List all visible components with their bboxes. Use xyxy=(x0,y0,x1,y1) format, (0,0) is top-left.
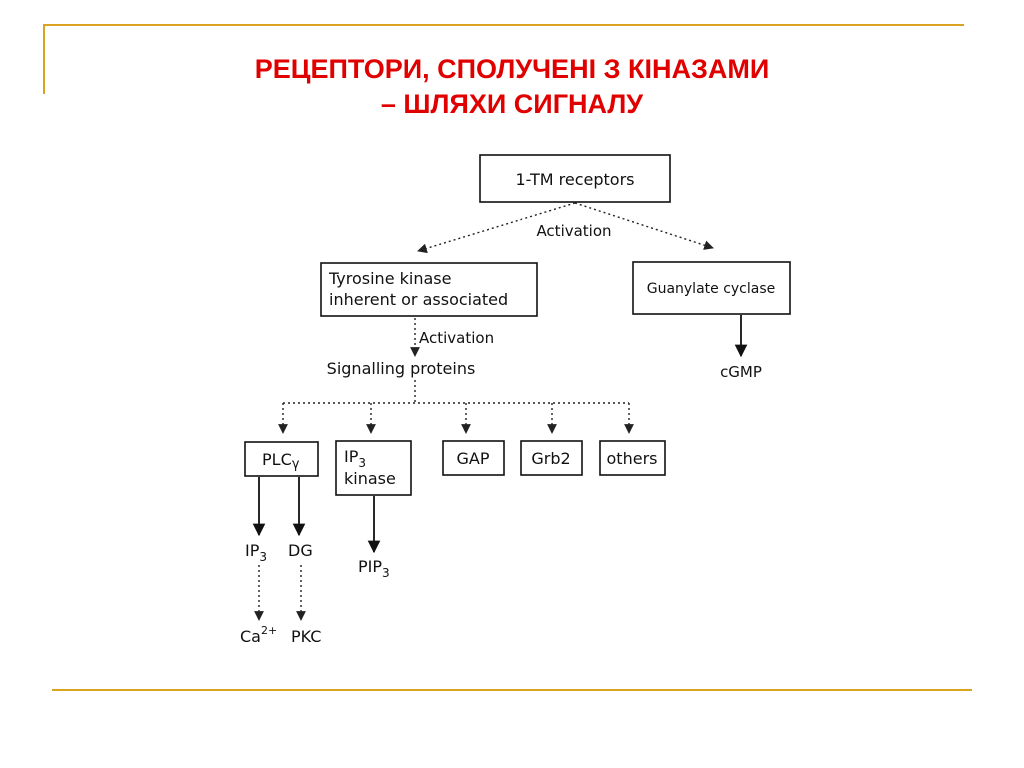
activation-label-bg xyxy=(522,219,622,241)
ip3-kinase-box xyxy=(335,440,412,496)
calcium-label: Ca2+ xyxy=(240,624,277,646)
gap-label: GAP xyxy=(457,449,490,468)
activation-label-2: Activation xyxy=(419,329,494,347)
signalling-proteins-label: Signalling proteins xyxy=(327,359,476,378)
slide-title: РЕЦЕПТОРИ, СПОЛУЧЕНІ З КІНАЗАМИ – ШЛЯХИ … xyxy=(0,52,1024,122)
activation-label-1: Activation xyxy=(536,222,611,240)
title-line-2: – ШЛЯХИ СИГНАЛУ xyxy=(380,89,644,119)
others-label: others xyxy=(607,449,658,468)
tyrosine-kinase-box xyxy=(320,262,538,317)
ip3-kinase-label-2: kinase xyxy=(344,469,396,488)
arrow-to-guanylate xyxy=(574,202,714,250)
others-box xyxy=(599,440,666,476)
plc-gamma-label: PLCγ xyxy=(262,450,300,472)
ip3-label: IP3 xyxy=(245,541,267,564)
tyrosine-label-1: Tyrosine kinase xyxy=(328,269,451,288)
plc-gamma-box xyxy=(244,441,319,477)
dg-label: DG xyxy=(288,541,313,560)
receptor-box xyxy=(479,154,671,203)
gap-box xyxy=(442,440,505,476)
frame-top-line xyxy=(43,24,964,26)
grb2-box xyxy=(520,440,583,476)
title-line-1: РЕЦЕПТОРИ, СПОЛУЧЕНІ З КІНАЗАМИ xyxy=(254,54,770,84)
frame-left-line xyxy=(43,24,45,94)
guanylate-label: Guanylate cyclase xyxy=(647,281,776,297)
pip3-label: PIP3 xyxy=(358,557,390,580)
ip3-kinase-label-1: IP3 xyxy=(344,447,366,470)
frame-bottom-line xyxy=(52,689,972,691)
grb2-label: Grb2 xyxy=(531,449,570,468)
pkc-label: PKC xyxy=(291,627,321,646)
cgmp-label: cGMP xyxy=(720,363,762,381)
arrow-to-tyrosine xyxy=(417,202,576,254)
tyrosine-label-2: inherent or associated xyxy=(329,290,508,309)
receptor-label: 1-TM receptors xyxy=(516,170,635,189)
guanylate-cyclase-box xyxy=(632,261,791,315)
